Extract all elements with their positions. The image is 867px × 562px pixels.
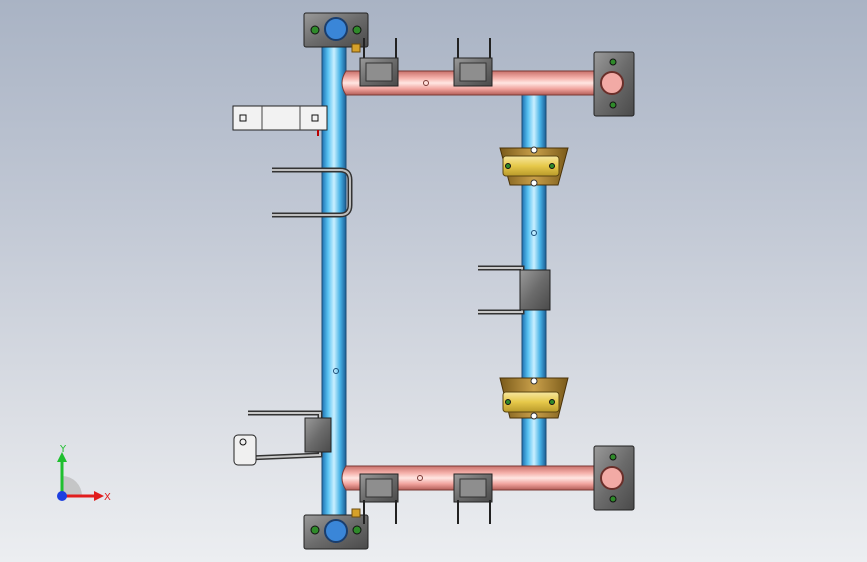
bottom-mount-plate[interactable] [303,508,369,550]
top-hanger-left[interactable] [359,38,399,87]
y-axis-label: Y [59,444,67,455]
right-upper-clamp[interactable] [499,146,569,187]
x-axis-label: X [104,492,111,503]
bottom-hanger-right[interactable] [453,473,493,524]
right-top-end-plate[interactable] [593,51,635,117]
axis-triad: Y X [57,444,111,503]
right-mid-bracket[interactable] [478,265,551,315]
top-mount-plate[interactable] [303,12,369,53]
z-axis-dot [57,491,67,501]
left-u-bracket[interactable] [272,167,353,218]
top-hanger-right[interactable] [453,38,493,87]
triad-plane-shading [62,476,82,496]
left-upper-bracket[interactable] [232,105,328,136]
right-lower-clamp[interactable] [499,377,569,420]
left-lower-bracket[interactable] [233,410,332,466]
right-bottom-end-plate[interactable] [593,445,635,511]
bottom-hanger-left[interactable] [359,473,399,524]
